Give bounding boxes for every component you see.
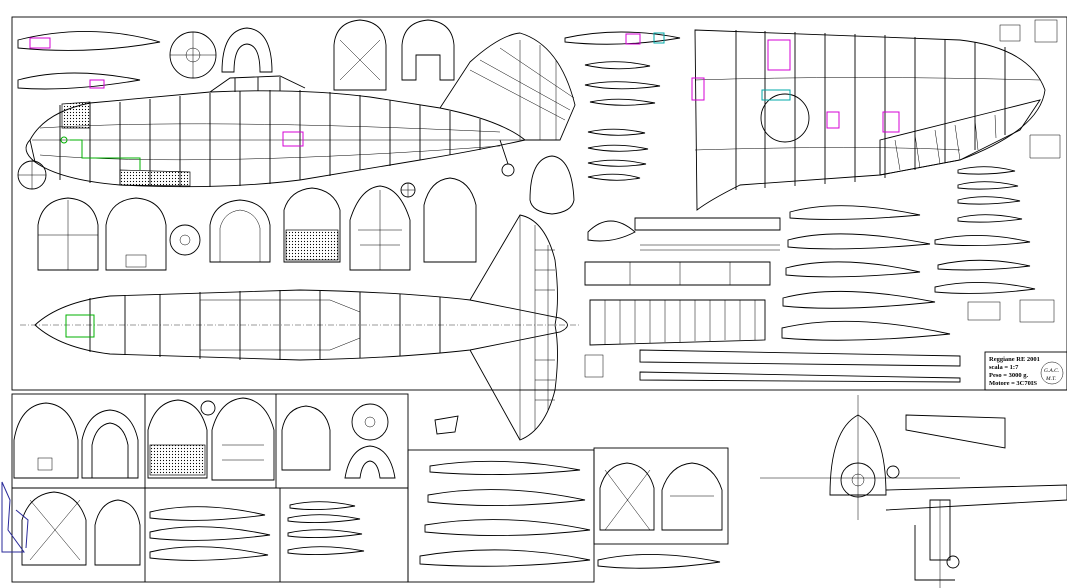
title-scale: scala = 1:7 — [989, 364, 1019, 371]
wing-spar-and-stabilizer-strips — [584, 217, 961, 383]
fuselage-side-view — [17, 32, 576, 190]
small-parts-stack — [584, 61, 661, 181]
bulkhead-formers-middle-row — [37, 155, 575, 271]
wing-top-view — [691, 19, 1058, 211]
title-engine: Motore = 3C70IS — [989, 380, 1037, 387]
canopy-and-cowl-profiles — [17, 31, 681, 90]
fin-ribs-lower-middle — [419, 415, 591, 567]
spinner-formers-lower-right — [597, 462, 723, 569]
wing-rib-airfoils — [781, 134, 1061, 341]
sheet-frame — [11, 16, 1067, 583]
title-block: Reggiane RE 2001 scala = 1:7 Peso = 3000… — [984, 351, 1067, 391]
logo-line-2: M.T. — [1045, 376, 1056, 382]
title-model: Reggiane RE 2001 — [989, 356, 1040, 363]
fuselage-top-view — [20, 214, 580, 441]
bulkhead-panel-lower-left — [1, 397, 396, 566]
logo-line-1: G.A.C. — [1044, 368, 1059, 374]
title-weight: Peso = 3000 g. — [989, 372, 1028, 379]
tailplane-ribs-lower — [149, 501, 365, 561]
bulkhead-formers-top-row — [169, 19, 455, 91]
front-view-landing-gear — [760, 395, 1067, 588]
